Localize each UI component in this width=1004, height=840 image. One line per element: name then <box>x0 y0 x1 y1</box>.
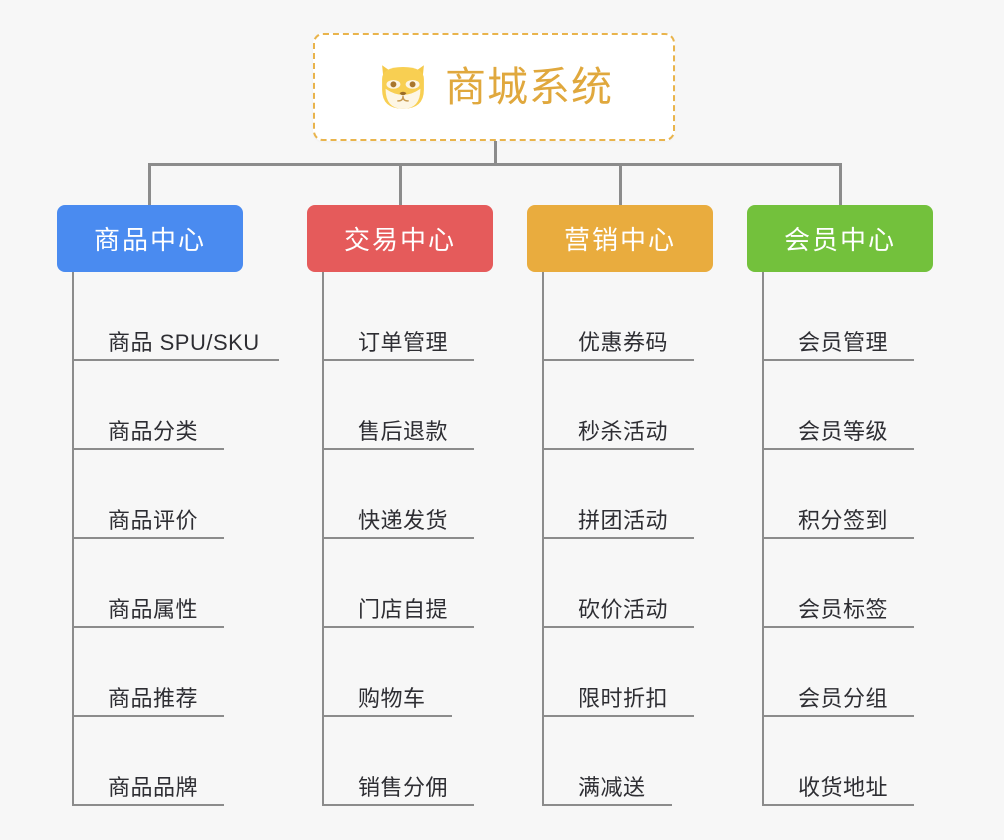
leaf-item[interactable]: 拼团活动 <box>544 450 713 539</box>
leaf-item[interactable]: 会员等级 <box>764 361 933 450</box>
leaf-item-underline <box>544 626 694 628</box>
leaf-item[interactable]: 收货地址 <box>764 717 933 806</box>
leaf-item[interactable]: 砍价活动 <box>544 539 713 628</box>
leaf-item[interactable]: 秒杀活动 <box>544 361 713 450</box>
trunk-horizontal-connector <box>148 163 842 166</box>
branch-drop-connector-trade <box>399 163 402 205</box>
leaf-item-underline <box>74 359 279 361</box>
branch-column-products: 商品中心 商品 SPU/SKU 商品分类商品评价商品属性商品推荐商品品牌 <box>57 205 279 806</box>
leaf-item-label: 商品推荐 <box>108 685 199 711</box>
leaf-item-underline <box>74 715 224 717</box>
leaf-item-underline <box>324 448 474 450</box>
leaf-item-label: 门店自提 <box>358 596 449 622</box>
branch-header-products[interactable]: 商品中心 <box>57 205 243 272</box>
root-stem-connector <box>494 141 497 165</box>
leaf-item-underline <box>324 359 474 361</box>
leaf-item[interactable]: 优惠券码 <box>544 272 713 361</box>
leaf-item-label: 限时折扣 <box>578 685 669 711</box>
leaf-item-underline <box>324 715 452 717</box>
leaf-item-underline <box>324 537 474 539</box>
leaf-item-underline <box>74 537 224 539</box>
leaf-item[interactable]: 满减送 <box>544 717 713 806</box>
root-node-shop-system[interactable]: 商城系统 <box>313 33 675 141</box>
leaf-item-underline <box>324 626 474 628</box>
leaf-item[interactable]: 门店自提 <box>324 539 493 628</box>
leaf-item-underline <box>324 804 474 806</box>
leaf-item[interactable]: 商品推荐 <box>74 628 243 717</box>
leaf-item[interactable]: 订单管理 <box>324 272 493 361</box>
leaf-item[interactable]: 售后退款 <box>324 361 493 450</box>
leaf-list-market: 优惠券码秒杀活动拼团活动砍价活动限时折扣满减送 <box>542 272 713 806</box>
leaf-item[interactable]: 限时折扣 <box>544 628 713 717</box>
leaf-item[interactable]: 商品 SPU/SKU <box>74 272 279 361</box>
leaf-item-label: 会员标签 <box>798 596 889 622</box>
leaf-item-underline <box>544 448 694 450</box>
leaf-item-underline <box>764 715 914 717</box>
leaf-item[interactable]: 会员分组 <box>764 628 933 717</box>
leaf-item-label: 商品属性 <box>108 596 199 622</box>
leaf-item-label: 购物车 <box>358 685 426 711</box>
leaf-item-label: 拼团活动 <box>578 507 669 533</box>
leaf-item-underline <box>544 804 672 806</box>
branch-drop-connector-member <box>839 163 842 205</box>
leaf-item[interactable]: 会员管理 <box>764 272 933 361</box>
leaf-item-label: 订单管理 <box>358 329 449 355</box>
leaf-item-label: 销售分佣 <box>358 774 449 800</box>
leaf-item-label: 商品评价 <box>108 507 199 533</box>
leaf-item-label: 会员等级 <box>798 418 889 444</box>
leaf-list-products: 商品 SPU/SKU 商品分类商品评价商品属性商品推荐商品品牌 <box>72 272 279 806</box>
leaf-item[interactable]: 积分签到 <box>764 450 933 539</box>
leaf-item-label: 优惠券码 <box>578 329 669 355</box>
leaf-item[interactable]: 销售分佣 <box>324 717 493 806</box>
shiba-dog-icon <box>382 65 424 109</box>
leaf-item-underline <box>74 448 224 450</box>
branch-header-label: 商品中心 <box>93 225 206 255</box>
leaf-item-underline <box>764 359 914 361</box>
branch-header-label: 会员中心 <box>783 225 896 255</box>
leaf-item[interactable]: 购物车 <box>324 628 493 717</box>
leaf-item-label: 秒杀活动 <box>578 418 669 444</box>
branch-column-member: 会员中心 会员管理会员等级积分签到会员标签会员分组收货地址 <box>747 205 933 806</box>
branch-column-market: 营销中心 优惠券码秒杀活动拼团活动砍价活动限时折扣满减送 <box>527 205 713 806</box>
leaf-item-underline <box>764 804 914 806</box>
branch-drop-connector-market <box>619 163 622 205</box>
leaf-item-label: 商品分类 <box>108 418 199 444</box>
branch-header-member[interactable]: 会员中心 <box>747 205 933 272</box>
leaf-list-member: 会员管理会员等级积分签到会员标签会员分组收货地址 <box>762 272 933 806</box>
leaf-item-underline <box>544 359 694 361</box>
leaf-item[interactable]: 商品属性 <box>74 539 243 628</box>
leaf-item-label: 积分签到 <box>798 507 889 533</box>
leaf-item[interactable]: 会员标签 <box>764 539 933 628</box>
leaf-item-underline <box>764 537 914 539</box>
branch-header-label: 交易中心 <box>343 225 456 255</box>
leaf-item[interactable]: 商品评价 <box>74 450 243 539</box>
leaf-item-label: 砍价活动 <box>578 596 669 622</box>
leaf-item-label: 商品品牌 <box>108 774 199 800</box>
branch-column-trade: 交易中心 订单管理售后退款快递发货门店自提购物车销售分佣 <box>307 205 493 806</box>
branch-drop-connector-products <box>148 163 151 205</box>
leaf-item-label: 商品 SPU/SKU <box>108 329 260 355</box>
leaf-item-label: 会员分组 <box>798 685 889 711</box>
leaf-item-underline <box>74 626 224 628</box>
leaf-item-label: 满减送 <box>578 774 646 800</box>
leaf-item-label: 售后退款 <box>358 418 449 444</box>
leaf-item-label: 收货地址 <box>798 774 889 800</box>
leaf-item-label: 快递发货 <box>358 507 449 533</box>
leaf-item[interactable]: 商品品牌 <box>74 717 243 806</box>
leaf-item[interactable]: 商品分类 <box>74 361 243 450</box>
leaf-item-underline <box>764 626 914 628</box>
leaf-item-label: 会员管理 <box>798 329 889 355</box>
leaf-item-underline <box>544 715 694 717</box>
branch-header-trade[interactable]: 交易中心 <box>307 205 493 272</box>
leaf-item-underline <box>764 448 914 450</box>
leaf-item-underline <box>544 537 694 539</box>
branch-header-label: 营销中心 <box>563 225 676 255</box>
branch-header-market[interactable]: 营销中心 <box>527 205 713 272</box>
leaf-item-underline <box>74 804 224 806</box>
leaf-list-trade: 订单管理售后退款快递发货门店自提购物车销售分佣 <box>322 272 493 806</box>
leaf-item[interactable]: 快递发货 <box>324 450 493 539</box>
root-title: 商城系统 <box>445 63 613 110</box>
